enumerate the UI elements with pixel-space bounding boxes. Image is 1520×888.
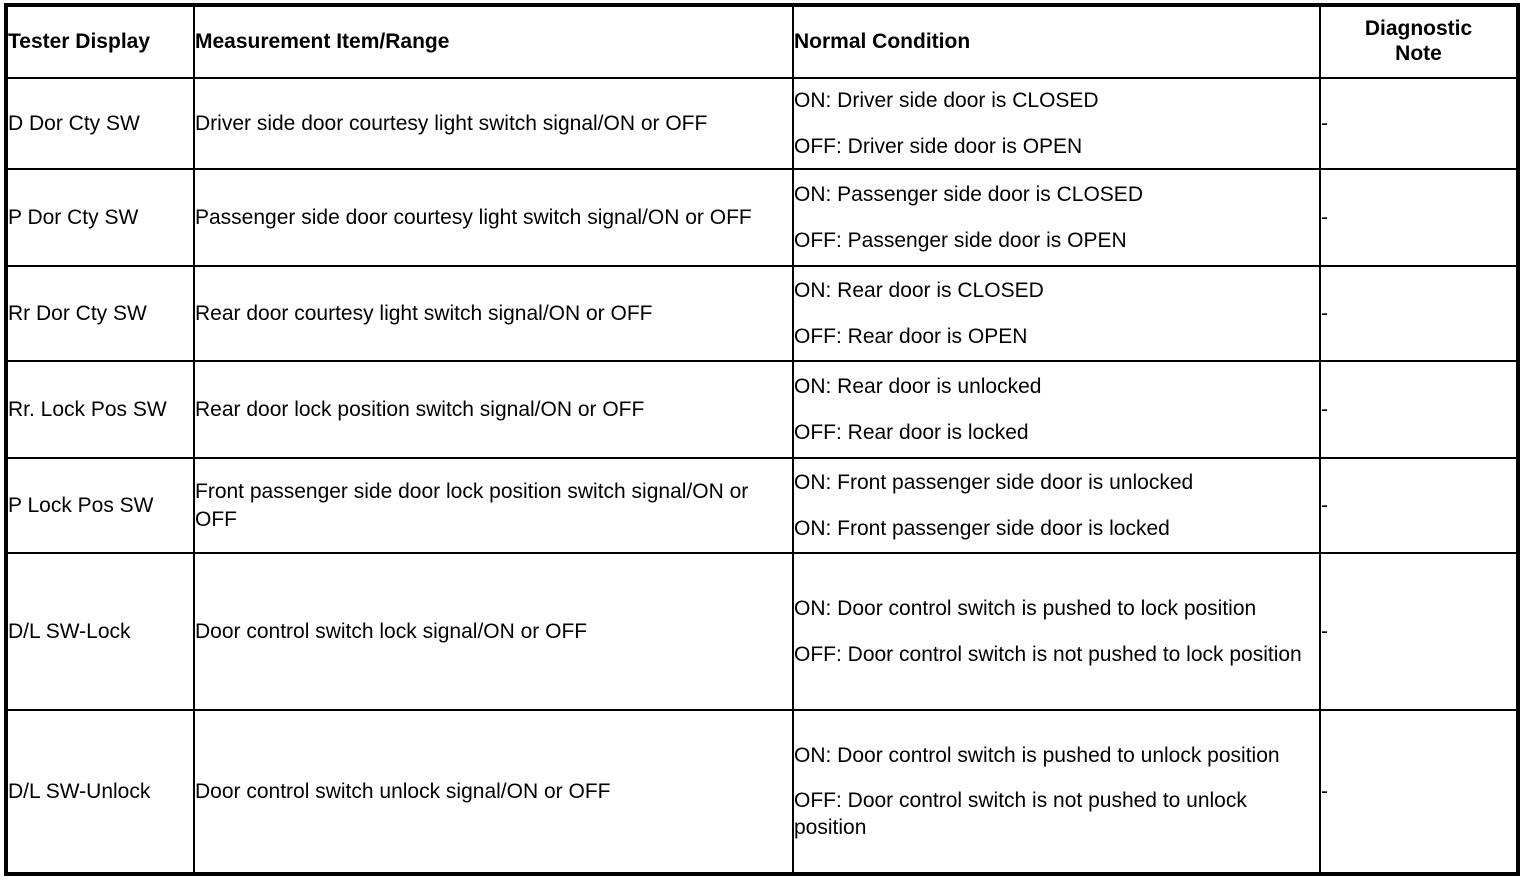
normal-condition-spacer	[794, 115, 1319, 133]
cell-diagnostic-note: -	[1319, 709, 1519, 876]
cell-tester-display: P Dor Cty SW	[5, 168, 195, 267]
table-row: D Dor Cty SW Driver side door courtesy l…	[5, 77, 1519, 170]
tester-display-data-table: Tester Display Measurement Item/Range No…	[4, 3, 1520, 876]
normal-condition-off: OFF: Rear door is locked	[794, 420, 1029, 444]
cell-normal-condition: ON: Driver side door is CLOSED OFF: Driv…	[792, 77, 1321, 170]
cell-tester-display: P Lock Pos SW	[5, 457, 195, 554]
column-header-diagnostic-note: Diagnostic Note	[1319, 4, 1519, 79]
column-header-tester-display: Tester Display	[5, 4, 195, 79]
cell-diagnostic-note: -	[1319, 77, 1519, 170]
normal-condition-off: OFF: Door control switch is not pushed t…	[794, 642, 1302, 666]
cell-measurement-item-range: Rear door courtesy light switch signal/O…	[193, 265, 794, 362]
table-row: P Dor Cty SW Passenger side door courtes…	[5, 168, 1519, 267]
cell-tester-display: Rr Dor Cty SW	[5, 265, 195, 362]
header-row: Tester Display Measurement Item/Range No…	[5, 4, 1519, 79]
cell-tester-display: D/L SW-Unlock	[5, 709, 195, 876]
normal-condition-off: ON: Front passenger side door is locked	[794, 516, 1170, 540]
normal-condition-spacer	[794, 623, 1319, 641]
normal-condition-spacer	[794, 769, 1319, 787]
normal-condition-on: ON: Door control switch is pushed to unl…	[794, 743, 1280, 767]
normal-condition-spacer	[794, 305, 1319, 323]
cell-measurement-item-range: Door control switch unlock signal/ON or …	[193, 709, 794, 876]
cell-diagnostic-note: -	[1319, 457, 1519, 554]
column-header-measurement-item-range: Measurement Item/Range	[193, 4, 794, 79]
cell-normal-condition: ON: Rear door is CLOSED OFF: Rear door i…	[792, 265, 1321, 362]
table-row: D/L SW-Unlock Door control switch unlock…	[5, 709, 1519, 876]
cell-tester-display: D Dor Cty SW	[5, 77, 195, 170]
cell-measurement-item-range: Passenger side door courtesy light switc…	[193, 168, 794, 267]
cell-measurement-item-range: Front passenger side door lock position …	[193, 457, 794, 554]
cell-diagnostic-note: -	[1319, 360, 1519, 459]
cell-tester-display: Rr. Lock Pos SW	[5, 360, 195, 459]
cell-normal-condition: ON: Rear door is unlocked OFF: Rear door…	[792, 360, 1321, 459]
cell-normal-condition: ON: Passenger side door is CLOSED OFF: P…	[792, 168, 1321, 267]
normal-condition-on: ON: Rear door is CLOSED	[794, 279, 1044, 303]
cell-normal-condition: ON: Front passenger side door is unlocke…	[792, 457, 1321, 554]
normal-condition-on: ON: Door control switch is pushed to loc…	[794, 597, 1257, 621]
column-header-diagnostic-note-line1: Diagnostic	[1364, 17, 1473, 41]
normal-condition-off: OFF: Passenger side door is OPEN	[794, 228, 1127, 252]
normal-condition-off: OFF: Rear door is OPEN	[794, 324, 1028, 348]
column-header-normal-condition: Normal Condition	[792, 4, 1321, 79]
table-row: Rr. Lock Pos SW Rear door lock position …	[5, 360, 1519, 459]
cell-measurement-item-range: Rear door lock position switch signal/ON…	[193, 360, 794, 459]
cell-diagnostic-note: -	[1319, 265, 1519, 362]
normal-condition-on: ON: Passenger side door is CLOSED	[794, 183, 1143, 207]
table-header: Tester Display Measurement Item/Range No…	[5, 4, 1519, 79]
normal-condition-on: ON: Driver side door is CLOSED	[794, 89, 1099, 113]
normal-condition-spacer	[794, 401, 1319, 419]
cell-normal-condition: ON: Door control switch is pushed to loc…	[792, 552, 1321, 711]
cell-measurement-item-range: Driver side door courtesy light switch s…	[193, 77, 794, 170]
table-row: Rr Dor Cty SW Rear door courtesy light s…	[5, 265, 1519, 362]
cell-measurement-item-range: Door control switch lock signal/ON or OF…	[193, 552, 794, 711]
table-row: D/L SW-Lock Door control switch lock sig…	[5, 552, 1519, 711]
normal-condition-on: ON: Rear door is unlocked	[794, 375, 1042, 399]
column-header-diagnostic-note-line2: Note	[1395, 42, 1442, 65]
table-body: D Dor Cty SW Driver side door courtesy l…	[5, 77, 1519, 876]
normal-condition-spacer	[794, 209, 1319, 227]
table-row: P Lock Pos SW Front passenger side door …	[5, 457, 1519, 554]
normal-condition-on: ON: Front passenger side door is unlocke…	[794, 471, 1194, 495]
cell-diagnostic-note: -	[1319, 168, 1519, 267]
normal-condition-off: OFF: Door control switch is not pushed t…	[794, 788, 1247, 840]
normal-condition-spacer	[794, 497, 1319, 515]
cell-normal-condition: ON: Door control switch is pushed to unl…	[792, 709, 1321, 876]
cell-tester-display: D/L SW-Lock	[5, 552, 195, 711]
cell-diagnostic-note: -	[1319, 552, 1519, 711]
normal-condition-off: OFF: Driver side door is OPEN	[794, 134, 1083, 158]
